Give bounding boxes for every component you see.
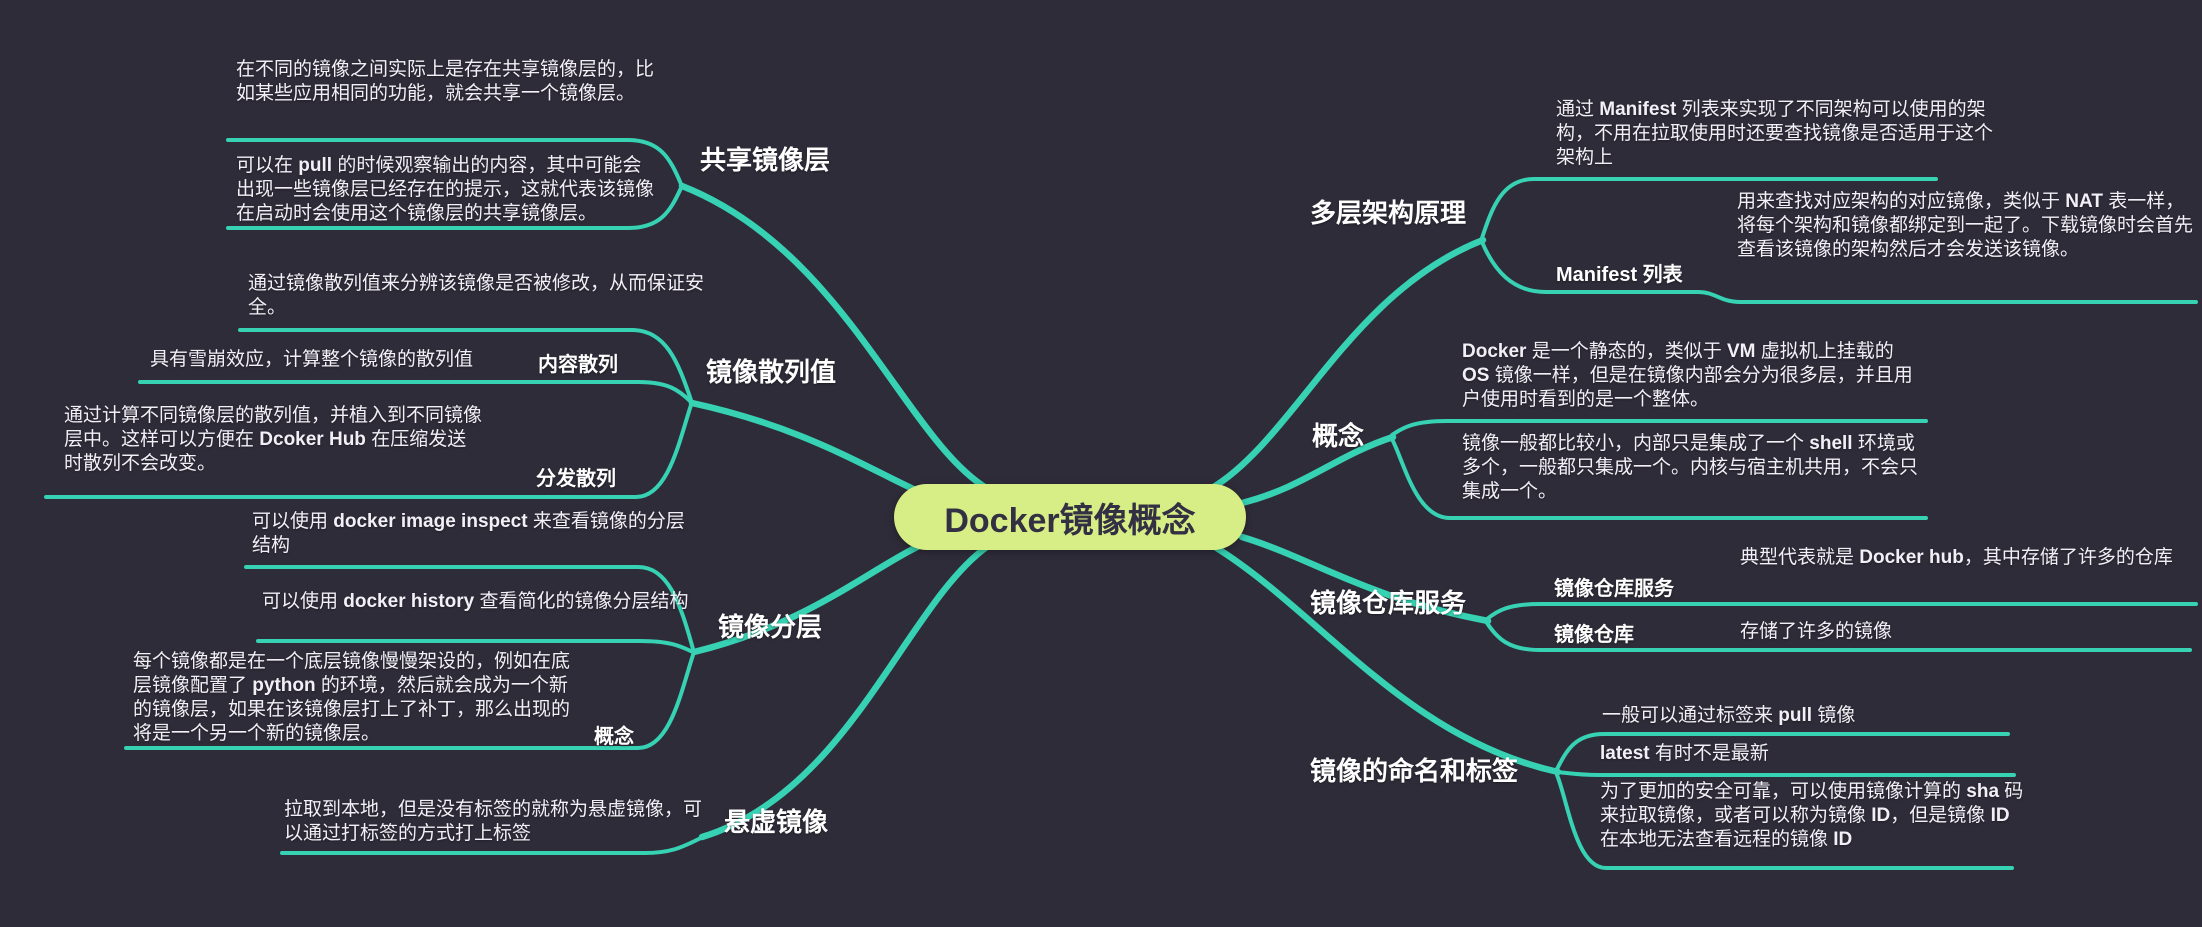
label-registry-repo[interactable]: 镜像仓库: [1554, 624, 1634, 646]
topic-multi-arch[interactable]: 多层架构原理: [1310, 198, 1467, 228]
note-layering-history[interactable]: 可以使用 docker history 查看简化的镜像分层结构: [262, 591, 689, 612]
underline-naming-latest: [1555, 770, 2016, 777]
central-topic[interactable]: Docker镜像概念: [894, 484, 1246, 550]
label-distribution-hash[interactable]: 分发散列: [536, 468, 616, 490]
note-shared-layers-top[interactable]: 在不同的镜像之间实际上是存在共享镜像层的，比如某些应用相同的功能，就会共享一个镜…: [236, 59, 655, 104]
label-manifest-list[interactable]: Manifest 列表: [1556, 264, 1683, 286]
note-content-hash[interactable]: 具有雪崩效应，计算整个镜像的散列值: [150, 349, 474, 370]
underline-layering-concept: [124, 653, 695, 750]
underline-naming-tag: [1555, 732, 2010, 771]
note-shared-layers-bottom[interactable]: 可以在 pull 的时候观察输出的内容，其中可能会出现一些镜像层已经存在的提示，…: [236, 155, 655, 224]
underline-manifest: [1480, 240, 2198, 304]
branch-center-to-multi-arch: [1208, 236, 1487, 492]
topic-dangling-image[interactable]: 悬虚镜像: [724, 807, 829, 837]
underline-layering-inspect: [244, 565, 695, 651]
note-layering-inspect[interactable]: 可以使用 docker image inspect 来查看镜像的分层结构: [252, 511, 685, 556]
topic-shared-image-layers[interactable]: 共享镜像层: [700, 145, 831, 175]
branch-center-to-dangling: [698, 542, 992, 841]
underline-concept-small: [1390, 437, 1928, 520]
underline-distribution-hash: [44, 403, 693, 499]
note-naming-tag[interactable]: 一般可以通过标签来 pull 镜像: [1602, 705, 1856, 726]
underline-registry-repo: [1485, 621, 2192, 652]
underline-multi-arch-note: [1480, 177, 1938, 240]
underline-registry-service: [1485, 602, 2198, 621]
note-layering-concept[interactable]: 每个镜像都是在一个底层镜像慢慢架设的，例如在底层镜像配置了 python 的环境…: [133, 651, 571, 744]
note-multi-arch[interactable]: 通过 Manifest 列表来实现了不同架构可以使用的架构，不用在拉取使用时还要…: [1556, 99, 1994, 168]
note-registry-repo[interactable]: 存储了许多的镜像: [1740, 621, 1893, 642]
branch-center-to-registry: [1238, 533, 1492, 625]
underline-concept-static: [1390, 419, 1928, 437]
topic-image-hash[interactable]: 镜像散列值: [706, 357, 837, 387]
note-dangling[interactable]: 拉取到本地，但是没有标签的就称为悬虚镜像，可以通过打标签的方式打上标签: [284, 799, 703, 844]
label-registry-service[interactable]: 镜像仓库服务: [1554, 578, 1674, 600]
note-distribution-hash[interactable]: 通过计算不同镜像层的散列值，并植入到不同镜像层中。这样可以方便在 Dcoker …: [64, 405, 483, 474]
underline-hash-note: [238, 328, 693, 402]
branch-center-to-shared-layers: [678, 182, 992, 493]
underline-naming-sha: [1555, 773, 2014, 870]
label-layering-concept[interactable]: 概念: [594, 726, 634, 748]
underline-shared-bottom: [226, 186, 683, 230]
underline-shared-top: [226, 138, 683, 186]
note-hash-purpose[interactable]: 通过镜像散列值来分辨该镜像是否被修改，从而保证安全。: [248, 273, 705, 318]
branch-center-to-concept: [1238, 433, 1397, 507]
note-concept-small[interactable]: 镜像一般都比较小，内部只是集成了一个 shell 环境或多个，一般都只集成一个。…: [1462, 433, 1919, 502]
branch-center-to-naming: [1211, 543, 1562, 776]
note-concept-static[interactable]: Docker 是一个静态的，类似于 VM 虚拟机上挂载的 OS 镜像一样，但是在…: [1462, 341, 1913, 410]
note-registry-service[interactable]: 典型代表就是 Docker hub，其中存储了许多的仓库: [1740, 547, 2173, 568]
note-naming-latest[interactable]: latest 有时不是最新: [1600, 743, 1769, 764]
topic-naming-and-tags[interactable]: 镜像的命名和标签: [1310, 756, 1519, 786]
topic-registry-service[interactable]: 镜像仓库服务: [1310, 588, 1467, 618]
note-manifest-list[interactable]: 用来查找对应架构的对应镜像，类似于 NAT 表一样，将每个架构和镜像都绑定到一起…: [1737, 191, 2194, 260]
topic-concept[interactable]: 概念: [1312, 421, 1365, 451]
underline-content-hash: [138, 380, 693, 404]
topic-image-layering[interactable]: 镜像分层: [718, 612, 823, 642]
underline-dangling-note: [280, 836, 703, 855]
label-content-hash[interactable]: 内容散列: [538, 354, 618, 376]
underline-layering-history: [256, 639, 695, 654]
note-naming-sha[interactable]: 为了更加的安全可靠，可以使用镜像计算的 sha 码来拉取镜像，或者可以称为镜像 …: [1600, 781, 2024, 850]
